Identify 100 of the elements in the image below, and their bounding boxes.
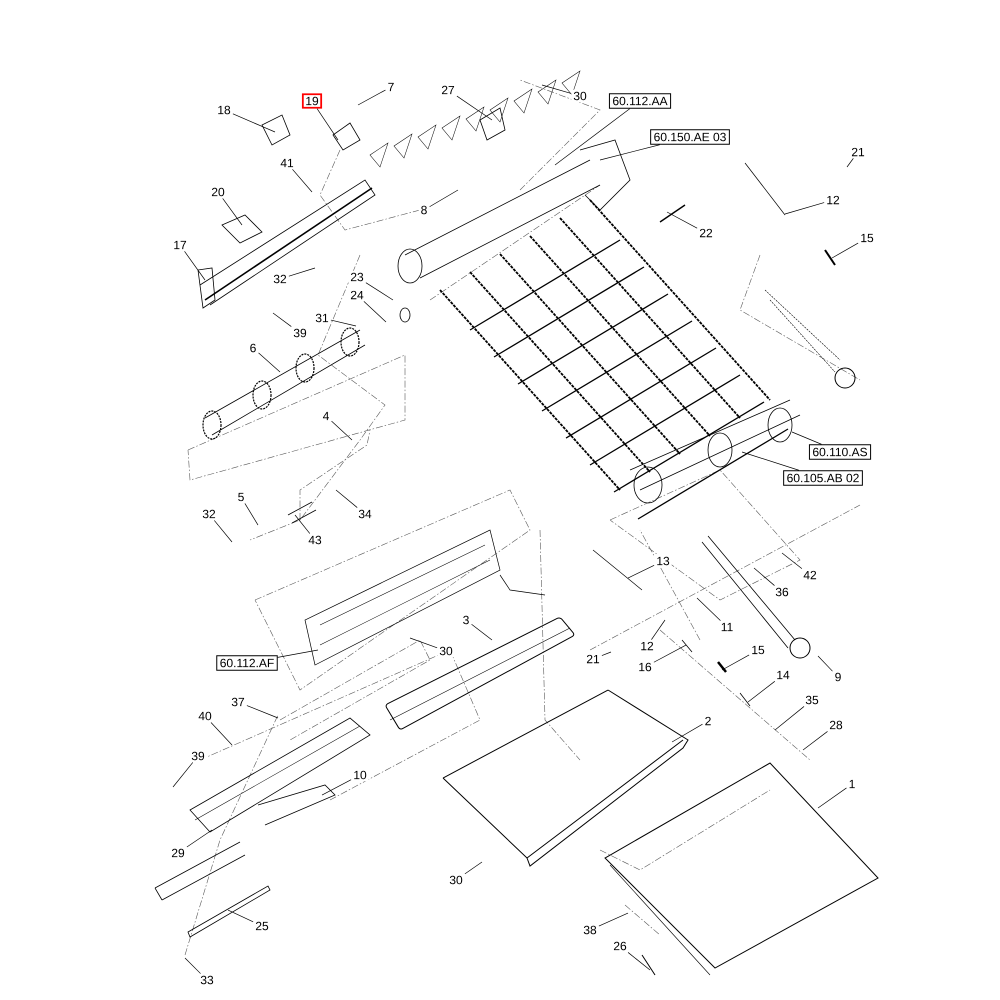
leader-line — [410, 638, 438, 648]
reference-box: 60.112.AF — [216, 655, 278, 671]
leader-line — [246, 705, 278, 718]
callout-number: 14 — [774, 668, 792, 682]
leader-line — [602, 652, 612, 656]
callout-number: 3 — [460, 614, 472, 626]
leader-line — [186, 830, 212, 848]
leader-line — [331, 420, 352, 440]
leader-line — [464, 862, 482, 874]
callout-number: 6 — [248, 342, 258, 354]
callout-number: 30 — [447, 874, 465, 886]
leader-line — [628, 564, 654, 578]
leader-line — [792, 432, 822, 445]
callout-number: 34 — [356, 508, 374, 520]
leader-line — [358, 90, 386, 106]
callout-number: 12 — [638, 640, 656, 652]
callout-number: 32 — [200, 508, 218, 520]
leader-line — [244, 503, 258, 526]
leader-line — [456, 96, 492, 120]
callout-number: 9 — [832, 670, 844, 684]
leader-line — [277, 650, 318, 658]
leader-line — [210, 722, 232, 746]
leader-line — [818, 788, 847, 808]
callout-number: 39 — [189, 750, 207, 762]
leader-line — [184, 250, 206, 280]
callout-number: 39 — [291, 326, 309, 340]
reference-box: 60.112.AA — [608, 93, 672, 109]
leader-line — [554, 108, 630, 166]
leader-line — [846, 158, 854, 168]
leader-line — [429, 190, 458, 208]
callout-number: 7 — [386, 80, 396, 94]
leader-line — [172, 762, 194, 788]
leader-line — [666, 212, 698, 229]
callout-number: 11 — [718, 620, 736, 634]
callout-number: 17 — [171, 238, 189, 252]
leader-line — [292, 168, 312, 192]
callout-number: 24 — [348, 288, 366, 302]
callout-number: 26 — [611, 940, 629, 952]
leader-line — [598, 912, 628, 926]
leader-line — [742, 452, 800, 471]
leader-line — [294, 514, 310, 534]
callout-number: 15 — [749, 644, 767, 656]
leader-line — [774, 706, 804, 730]
callout-number: 21 — [584, 652, 602, 666]
leader-line — [672, 724, 703, 742]
callout-number: 31 — [313, 312, 331, 324]
callout-number: 13 — [654, 554, 672, 568]
leader-line — [782, 552, 802, 569]
leader-line — [628, 952, 650, 970]
callout-number: 16 — [636, 660, 654, 674]
callout-number: 4 — [320, 410, 332, 422]
reference-box: 60.150.AE 03 — [650, 129, 730, 145]
callout-number: 32 — [271, 272, 289, 286]
callout-number: 1 — [846, 778, 858, 790]
leader-line — [232, 113, 276, 132]
callout-number: 29 — [169, 846, 187, 860]
reference-box: 60.105.AB 02 — [783, 470, 863, 486]
callout-number: 38 — [581, 924, 599, 936]
callout-number: 12 — [824, 194, 842, 206]
leader-line — [322, 779, 352, 796]
callout-number: 20 — [209, 186, 227, 198]
callout-number: 30 — [571, 90, 589, 102]
leader-line — [832, 242, 858, 258]
callout-number: 15 — [858, 232, 876, 244]
leader-line — [316, 108, 338, 140]
callout-number: 2 — [702, 714, 714, 728]
reference-box: 60.110.AS — [808, 444, 872, 460]
leader-line — [471, 624, 492, 640]
callout-number: 37 — [229, 696, 247, 708]
callout-number: 27 — [439, 84, 457, 96]
leader-line — [222, 198, 242, 226]
callout-number: 28 — [827, 718, 845, 732]
leader-line — [542, 84, 572, 94]
callout-number: 42 — [801, 568, 819, 582]
leader-line — [818, 656, 833, 672]
leader-line — [651, 620, 666, 640]
callout-number: 30 — [437, 644, 455, 658]
leader-line — [366, 282, 394, 300]
leader-line — [184, 958, 201, 974]
leader-line — [258, 352, 280, 372]
leader-line — [364, 301, 386, 322]
callout-number: 23 — [348, 270, 366, 284]
leader-line — [722, 654, 750, 670]
callout-number: 10 — [351, 768, 369, 782]
leader-line — [336, 490, 358, 508]
callout-number: 43 — [306, 534, 324, 546]
highlighted-callout: 19 — [302, 93, 322, 109]
callout-number: 5 — [236, 490, 246, 504]
leader-line — [696, 598, 721, 622]
leader-line — [784, 202, 824, 214]
callout-number: 41 — [278, 156, 296, 170]
callout-number: 35 — [803, 694, 821, 706]
callout-number: 25 — [253, 920, 271, 932]
callout-number: 22 — [697, 226, 715, 240]
leader-line — [330, 320, 356, 326]
leader-line — [802, 731, 828, 750]
leader-line — [748, 680, 776, 702]
callout-number: 18 — [215, 104, 233, 116]
callout-number: 40 — [196, 710, 214, 722]
callout-number: 36 — [773, 586, 791, 598]
